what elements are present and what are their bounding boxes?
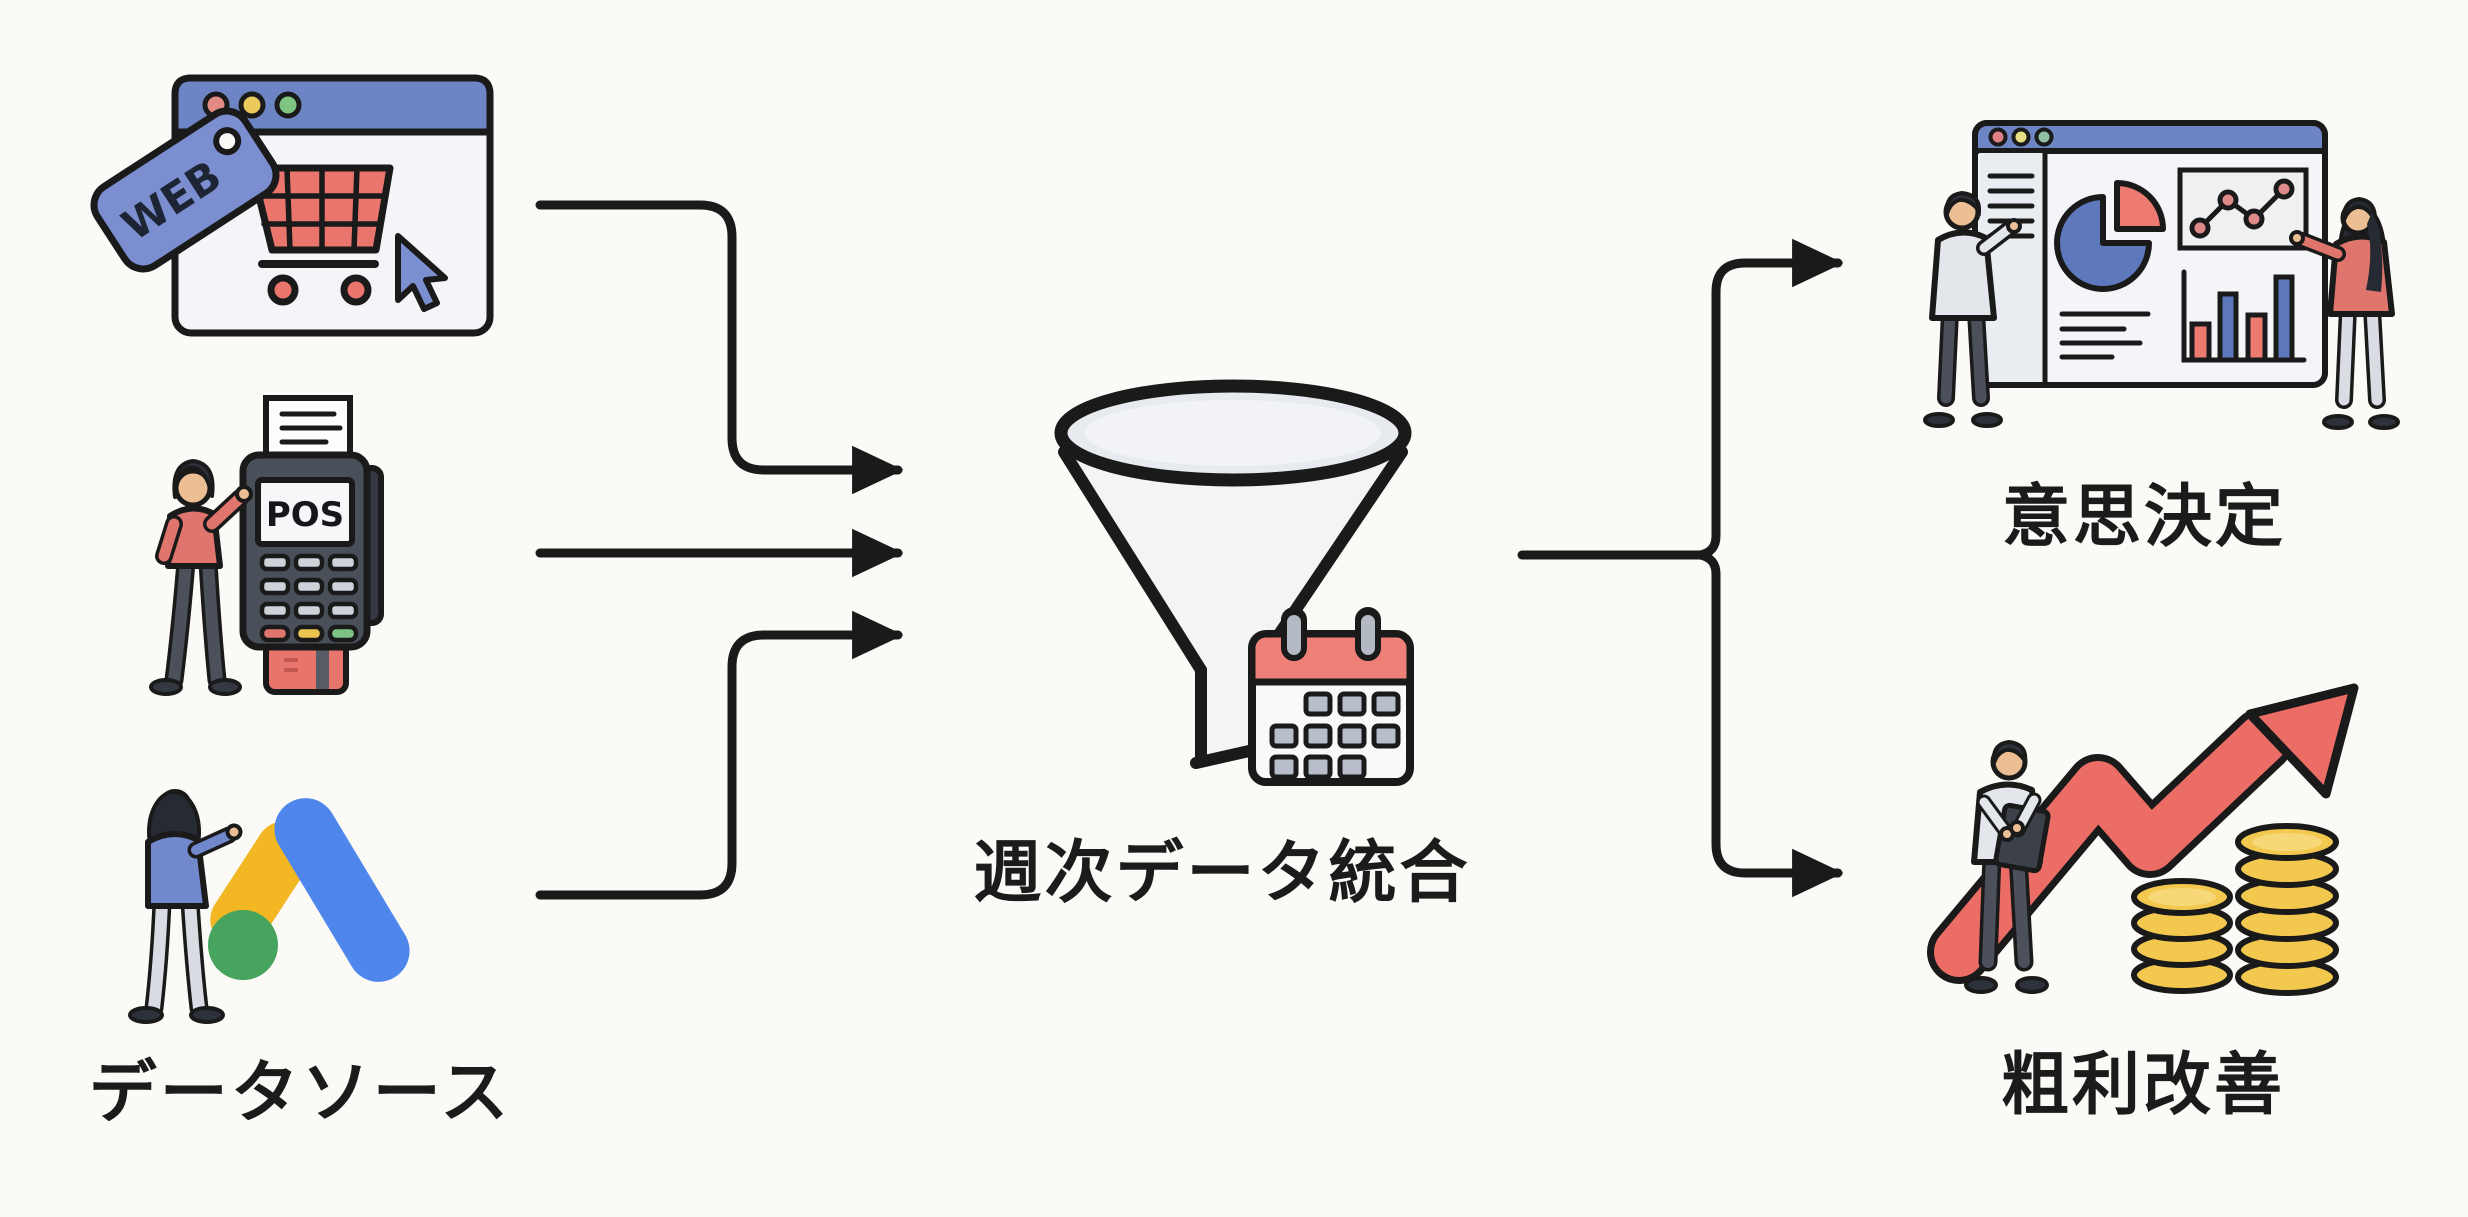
person-pos-clerk-icon <box>149 459 253 696</box>
pie-chart-icon <box>2054 180 2166 292</box>
cursor-icon <box>395 233 448 312</box>
source-pos-terminal: POS <box>149 395 384 696</box>
coin-stack-short-icon <box>2131 878 2233 994</box>
input-flow-arrows <box>535 200 904 900</box>
pos-keypad <box>259 553 359 643</box>
output-split-connector <box>1517 238 1844 898</box>
web-price-tag-icon: WEB <box>90 107 280 273</box>
decision-label: 意思決定 <box>2002 478 2286 557</box>
window-dot-green-icon <box>2034 127 2054 147</box>
dashboard-window-icon <box>1972 120 2328 388</box>
flow-arrow-to-decision <box>1695 238 1844 560</box>
window-dot-yellow-icon <box>2011 127 2031 147</box>
source-web-store: WEB <box>90 74 494 337</box>
outcome-profit-growth <box>1927 683 2359 996</box>
coin-stack-tall-icon <box>2235 823 2339 996</box>
source-google-ads <box>128 789 410 1024</box>
line-chart-icon <box>2177 167 2309 251</box>
pos-screen-label: POS <box>266 495 344 535</box>
person-ads-analyst-icon <box>128 789 243 1024</box>
pos-terminal-icon: POS <box>239 451 384 695</box>
person-presenter-icon <box>1923 190 2022 428</box>
person-analyst-icon <box>2289 196 2400 430</box>
window-dot-green-icon <box>274 91 302 119</box>
dashboard-text-lines <box>2059 311 2151 360</box>
person-reviewer-icon <box>1964 739 2051 994</box>
google-ads-logo-icon <box>208 798 410 982</box>
profit-label: 粗利改善 <box>2001 1046 2285 1125</box>
flow-arrow-ads-to-funnel <box>535 610 904 900</box>
outcome-decision-dashboard <box>1923 120 2400 430</box>
calendar-date-grid <box>1269 691 1401 780</box>
sources-label: データソース <box>89 1054 512 1133</box>
flow-arrow-web-to-funnel <box>535 200 904 495</box>
window-dot-red-icon <box>1988 127 2008 147</box>
bar-chart-icon <box>2181 269 2307 363</box>
flow-arrow-to-profit <box>1695 550 1844 898</box>
integration-label: 週次データ統合 <box>973 834 1470 913</box>
window-dot-yellow-icon <box>238 91 266 119</box>
calendar-icon <box>1248 607 1414 786</box>
